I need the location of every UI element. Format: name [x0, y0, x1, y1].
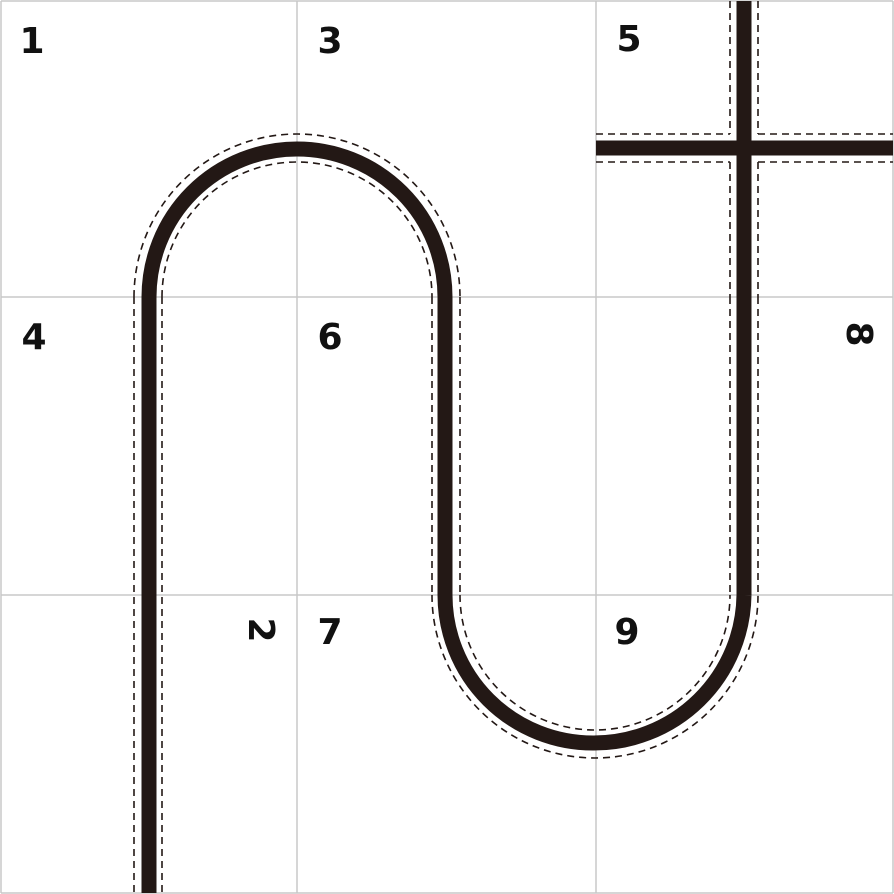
tile-1-number: 1	[19, 21, 45, 62]
tile-9-number: 9	[614, 612, 640, 653]
track-u-turn	[437, 594, 752, 751]
arch-outer-dash	[133, 133, 461, 298]
tile-7-number: 7	[317, 612, 343, 653]
u-turn-outer-dash	[431, 594, 759, 759]
track-lines	[141, 1, 893, 893]
track-dashed-borders	[133, 1, 893, 893]
tile-4-number: 4	[21, 317, 47, 358]
track-arch	[141, 141, 453, 298]
tile-6-number: 6	[317, 317, 343, 358]
tile-2-number: 2	[240, 617, 281, 643]
tile-3-number: 3	[317, 21, 343, 62]
tile-5-number: 5	[616, 19, 642, 60]
tile-8-number: 8	[838, 321, 879, 347]
